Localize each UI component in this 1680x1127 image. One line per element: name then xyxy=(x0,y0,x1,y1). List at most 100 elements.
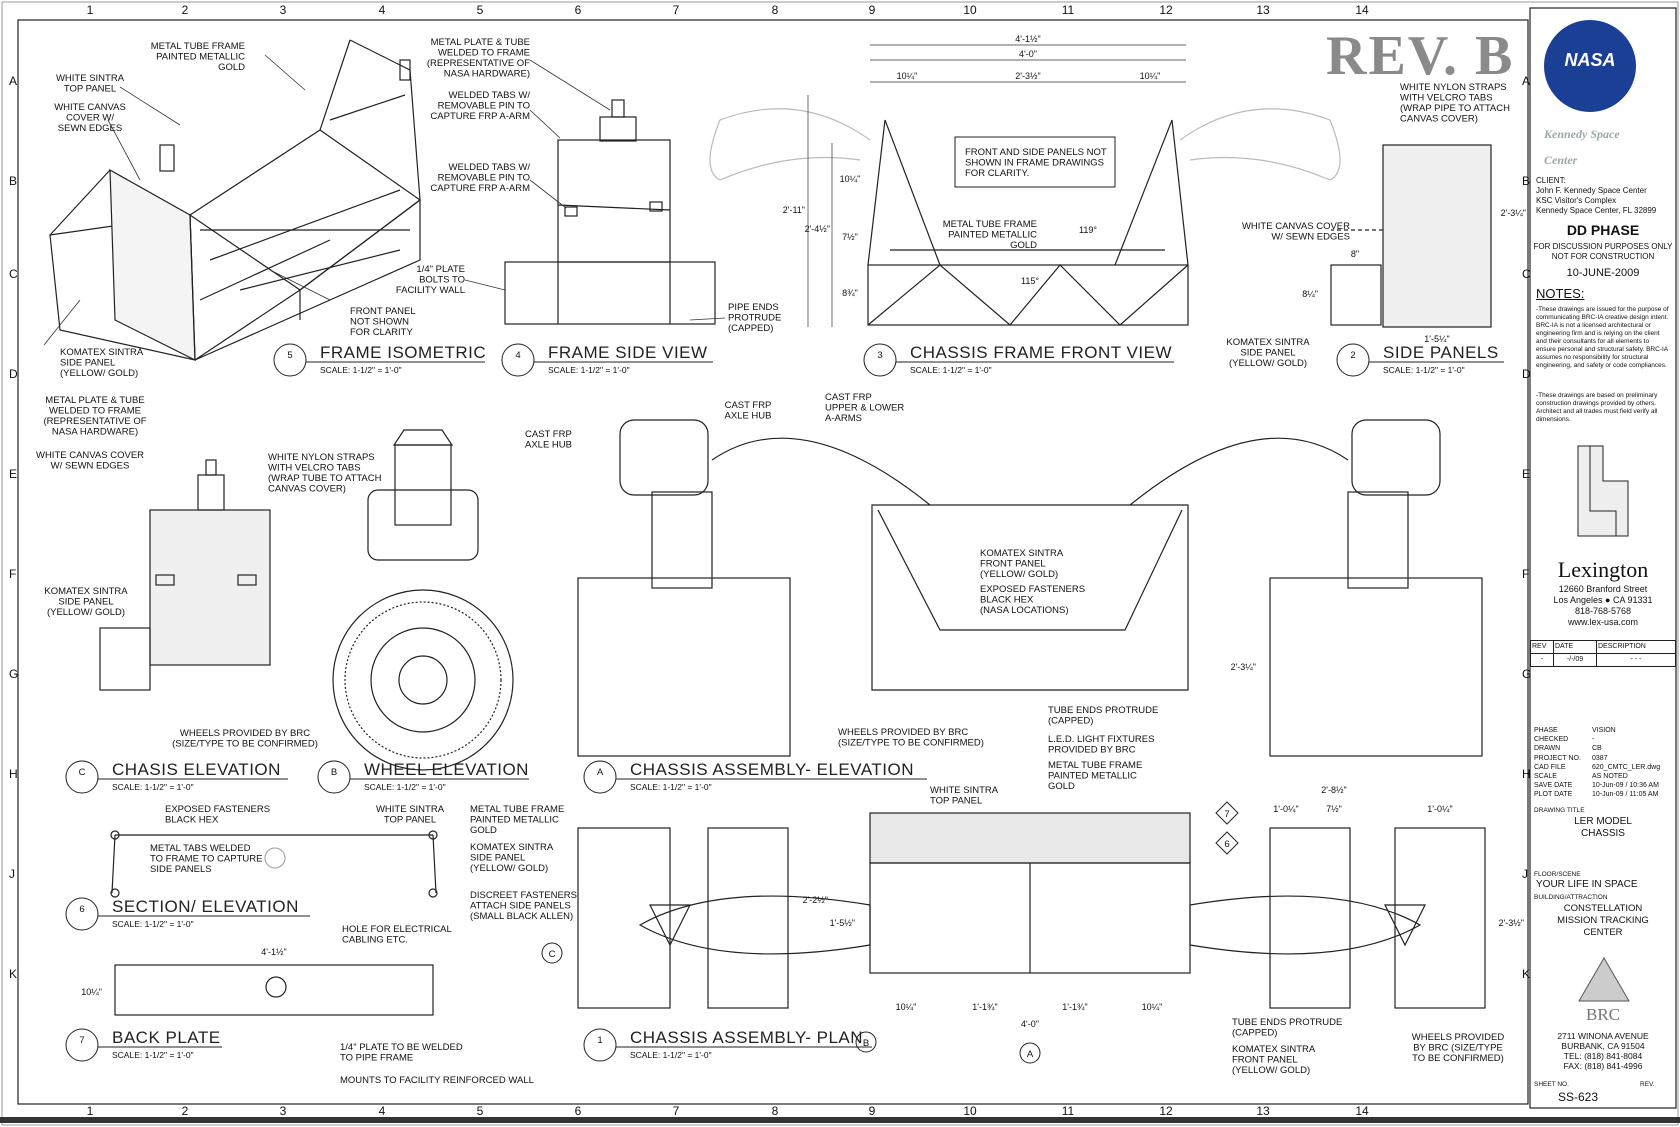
front-dim-right: 10¼" xyxy=(1140,71,1161,81)
view-title-text: SIDE PANELS xyxy=(1383,343,1499,362)
front-dim-h-total: 2'-11" xyxy=(783,205,805,215)
panels-dim-w: 1'-5¼" xyxy=(1424,334,1449,344)
notes-title: NOTES: xyxy=(1536,286,1585,301)
grid-row-label: G xyxy=(1522,667,1531,681)
sheet-number: SS-623 xyxy=(1558,1090,1599,1104)
client-label: CLIENT: xyxy=(1536,176,1566,185)
grid-row-label: B xyxy=(9,174,17,188)
grid-column-label: 9 xyxy=(869,1104,876,1118)
a-tube-ends-callout: TUBE ENDS PROTRUDE(CAPPED) xyxy=(1048,705,1158,727)
marker-a: A xyxy=(1027,1049,1034,1060)
brc-address-2: BURBANK, CA 91504 xyxy=(1561,1041,1645,1051)
front-angle-119: 119° xyxy=(1079,225,1097,235)
plan-dim-h3: 2'-3½" xyxy=(1499,918,1524,928)
view-title-text: WHEEL ELEVATION xyxy=(364,760,529,779)
grid-column-label: 7 xyxy=(673,3,680,17)
grid-column-label: 3 xyxy=(280,1104,287,1118)
side-panels-drawing xyxy=(1330,144,1492,328)
a-wheels-callout: WHEELS PROVIDED BY BRC(SIZE/TYPE TO BE C… xyxy=(838,727,984,749)
drawing-title-1: LER MODEL xyxy=(1574,816,1632,827)
front-dim-h-b: 2'-4½" xyxy=(805,224,830,234)
rev-row-rev: - xyxy=(1530,653,1554,667)
grid-row-label: F xyxy=(9,567,16,581)
notes-text-2: -These drawings are based on preliminary… xyxy=(1536,392,1658,423)
brc-tel: TEL: (818) 841-8084 xyxy=(1563,1051,1643,1061)
title-field-row: PROJECT NO.0387 xyxy=(1534,754,1680,763)
title-field-value: CB xyxy=(1592,745,1602,753)
rev-table-row: - -/-/09 - - - xyxy=(1530,653,1676,667)
front-dim-lines xyxy=(807,44,1186,327)
title-field-label: SAVE DATE xyxy=(1534,782,1573,790)
view-title-text: FRAME ISOMETRIC xyxy=(320,343,486,362)
plan-dim-total: 4'-0" xyxy=(1021,1019,1039,1029)
title-field-row: CHECKED- xyxy=(1534,735,1680,744)
title-field-label: CHECKED xyxy=(1534,736,1569,744)
panels-dim-8: 8" xyxy=(1351,249,1359,259)
view-title-text: CHASIS ELEVATION xyxy=(112,760,281,779)
grid-column-label: 10 xyxy=(963,3,977,17)
grid-column-label: 11 xyxy=(1062,3,1075,17)
view-number: 3 xyxy=(877,350,882,361)
lexington-phone: 818-768-5768 xyxy=(1574,606,1632,616)
grid-column-label: 5 xyxy=(477,3,484,17)
view-number: B xyxy=(331,767,337,778)
grid-column-label: 1 xyxy=(87,1104,94,1118)
client-line-3: Kennedy Space Center, FL 32899 xyxy=(1536,206,1657,215)
a-dim-height: 2'-3¼" xyxy=(1231,662,1256,672)
grid-column-label: 10 xyxy=(963,1104,977,1118)
view-number: 5 xyxy=(287,350,292,361)
chasis-elevation-drawing xyxy=(99,459,271,691)
rev-row-desc: - - - xyxy=(1596,653,1676,667)
chassis-assembly-plan-drawing xyxy=(577,812,1486,1009)
grid-column-label: 8 xyxy=(772,3,779,17)
phase-title: DD PHASE xyxy=(1566,222,1640,238)
plan-dim-b: 7½" xyxy=(1326,804,1342,814)
grid-row-label: F xyxy=(1522,567,1529,581)
frame-isometric-drawing xyxy=(49,39,422,361)
view-number-bubble xyxy=(583,1028,617,1062)
grid-column-label: 8 xyxy=(772,1104,779,1118)
client-line-1: John F. Kennedy Space Center xyxy=(1536,186,1647,195)
lexington-logo xyxy=(1558,441,1648,541)
grid-column-label: 14 xyxy=(1355,1104,1369,1118)
plan-dim-b2: 1'-1¾" xyxy=(972,1002,997,1012)
view-number-bubble xyxy=(65,760,99,794)
view-scale-text: SCALE: 1-1/2" = 1'-0" xyxy=(112,1050,194,1060)
bp-dim-width: 4'-1½" xyxy=(261,947,286,957)
plan-dim-h2: 1'-5½" xyxy=(830,918,855,928)
rev-col-desc: DESCRIPTION xyxy=(1596,640,1676,654)
view-number: 1 xyxy=(597,1035,602,1046)
brc-fax: FAX: (818) 841-4996 xyxy=(1563,1061,1643,1071)
ksc-logo-text: Kennedy Space Center xyxy=(1544,127,1620,167)
chassis-front-view-drawing xyxy=(709,108,1341,326)
marker-c: C xyxy=(549,949,556,960)
view-scale-text: SCALE: 1-1/2" = 1'-0" xyxy=(1383,365,1465,375)
view-number-bubble xyxy=(317,760,351,794)
section-elevation-drawing xyxy=(110,830,438,898)
revision-table: REV DATE DESCRIPTION - -/-/09 - - - xyxy=(1530,640,1676,667)
plan-dim-b3: 1'-1¾" xyxy=(1062,1002,1087,1012)
grid-column-label: 12 xyxy=(1159,1104,1173,1118)
